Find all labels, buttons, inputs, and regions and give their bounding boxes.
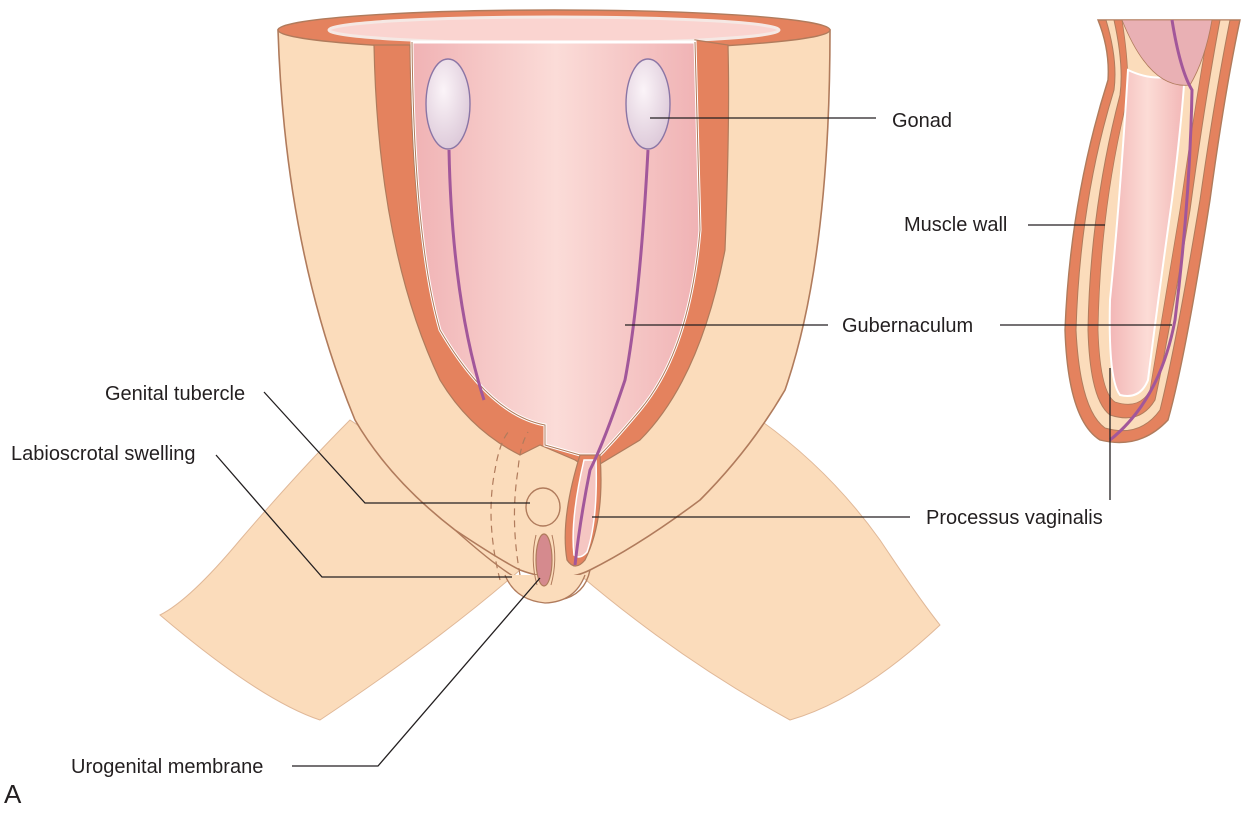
label-muscle-wall: Muscle wall [904, 214, 1007, 236]
leader-genital-tubercle [263, 391, 530, 504]
genital-tubercle [525, 487, 561, 527]
cavity-outline [411, 41, 701, 456]
gubernaculum-left [447, 149, 486, 401]
labioscrotal-swelling-outline-inner [513, 431, 529, 576]
inset-processus-detail [1064, 19, 1241, 444]
label-gonad: Gonad [892, 110, 952, 132]
inset-gubernaculum [1109, 19, 1194, 442]
label-urogenital-membrane: Urogenital membrane [71, 756, 263, 778]
urogenital-membrane [535, 533, 553, 587]
gonad-right [625, 58, 671, 150]
label-gubernaculum: Gubernaculum [842, 315, 973, 337]
rim-inner [327, 15, 781, 45]
torso-illustration [159, 9, 941, 721]
gubernaculum-right [573, 149, 650, 566]
urogenital-groove [532, 534, 556, 586]
leader-labioscrotal-swelling [215, 454, 512, 578]
leader-urogenital-membrane [292, 577, 541, 767]
leader-lines [215, 117, 1172, 767]
labioscrotal-swelling-outline [490, 429, 511, 581]
label-processus-vaginalis: Processus vaginalis [926, 507, 1103, 529]
label-labioscrotal-swelling: Labioscrotal swelling [11, 443, 196, 465]
labels: Gonad Muscle wall Gubernaculum Genital t… [4, 110, 1103, 809]
label-genital-tubercle: Genital tubercle [105, 383, 245, 405]
inset-lumen [1108, 68, 1187, 397]
panel-letter: A [4, 779, 22, 809]
gonad-left [425, 58, 471, 150]
